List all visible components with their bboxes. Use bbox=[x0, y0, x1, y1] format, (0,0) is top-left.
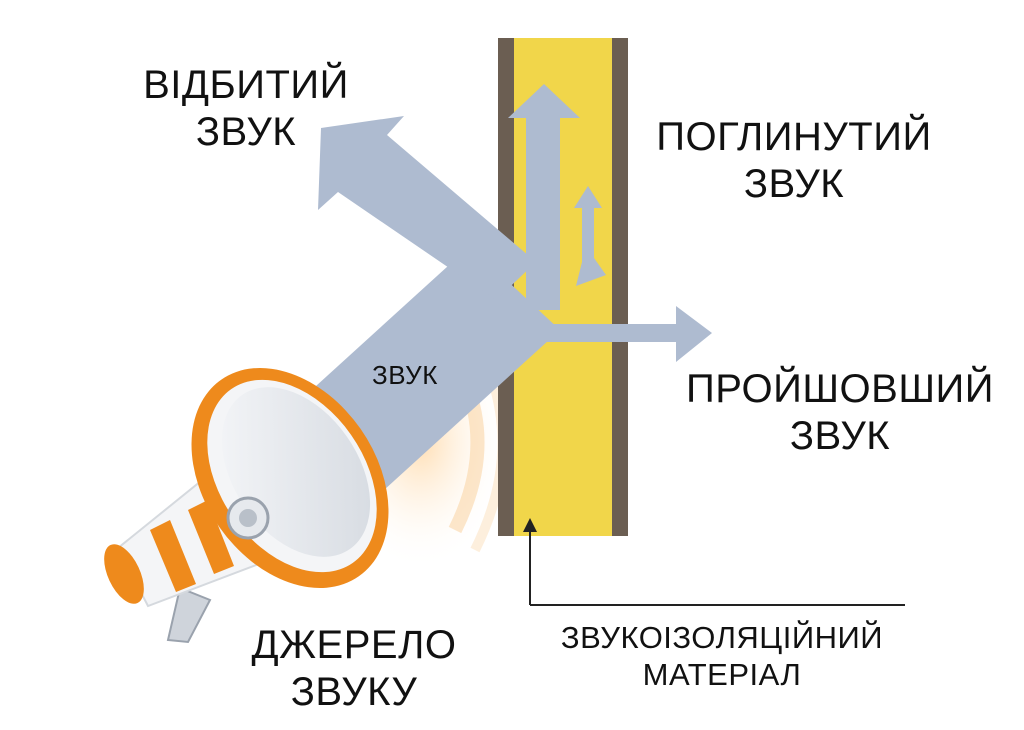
transmitted-sound-label: ПРОЙШОВШИЙ ЗВУК bbox=[672, 366, 1008, 460]
reflected-label-line1: ВІДБИТИЙ bbox=[143, 63, 349, 107]
material-label-line2: МАТЕРІАЛ bbox=[642, 656, 802, 692]
sound-beam-text: ЗВУК bbox=[372, 360, 438, 390]
absorbed-sound-label: ПОГЛИНУТИЙ ЗВУК bbox=[644, 114, 944, 208]
sound-beam-label: ЗВУК bbox=[372, 360, 438, 391]
reflected-sound-arrow bbox=[318, 116, 536, 300]
transmitted-label-line1: ПРОЙШОВШИЙ bbox=[685, 367, 995, 411]
absorbed-label-line2: ЗВУК bbox=[743, 162, 845, 207]
source-label-line1: ДЖЕРЕЛО bbox=[251, 623, 457, 667]
absorbed-sound-arrow-large bbox=[508, 84, 580, 310]
reflected-label-line2: ЗВУК bbox=[195, 110, 297, 155]
insulation-material-label: ЗВУКОІЗОЛЯЦІЙНИЙ МАТЕРІАЛ bbox=[534, 620, 910, 693]
megaphone-icon bbox=[104, 368, 389, 644]
transmitted-label-line2: ЗВУК bbox=[789, 414, 891, 459]
material-pointer bbox=[523, 518, 905, 606]
sound-source-label: ДЖЕРЕЛО ЗВУКУ bbox=[238, 622, 470, 716]
absorbed-label-line1: ПОГЛИНУТИЙ bbox=[656, 115, 932, 159]
transmitted-sound-arrow bbox=[520, 306, 712, 362]
reflected-sound-label: ВІДБИТИЙ ЗВУК bbox=[130, 62, 362, 156]
absorbed-sound-arrow-small bbox=[574, 186, 606, 286]
material-label-line1: ЗВУКОІЗОЛЯЦІЙНИЙ bbox=[560, 620, 884, 655]
wall-right-panel bbox=[612, 38, 628, 536]
source-label-line2: ЗВУКУ bbox=[290, 670, 418, 715]
